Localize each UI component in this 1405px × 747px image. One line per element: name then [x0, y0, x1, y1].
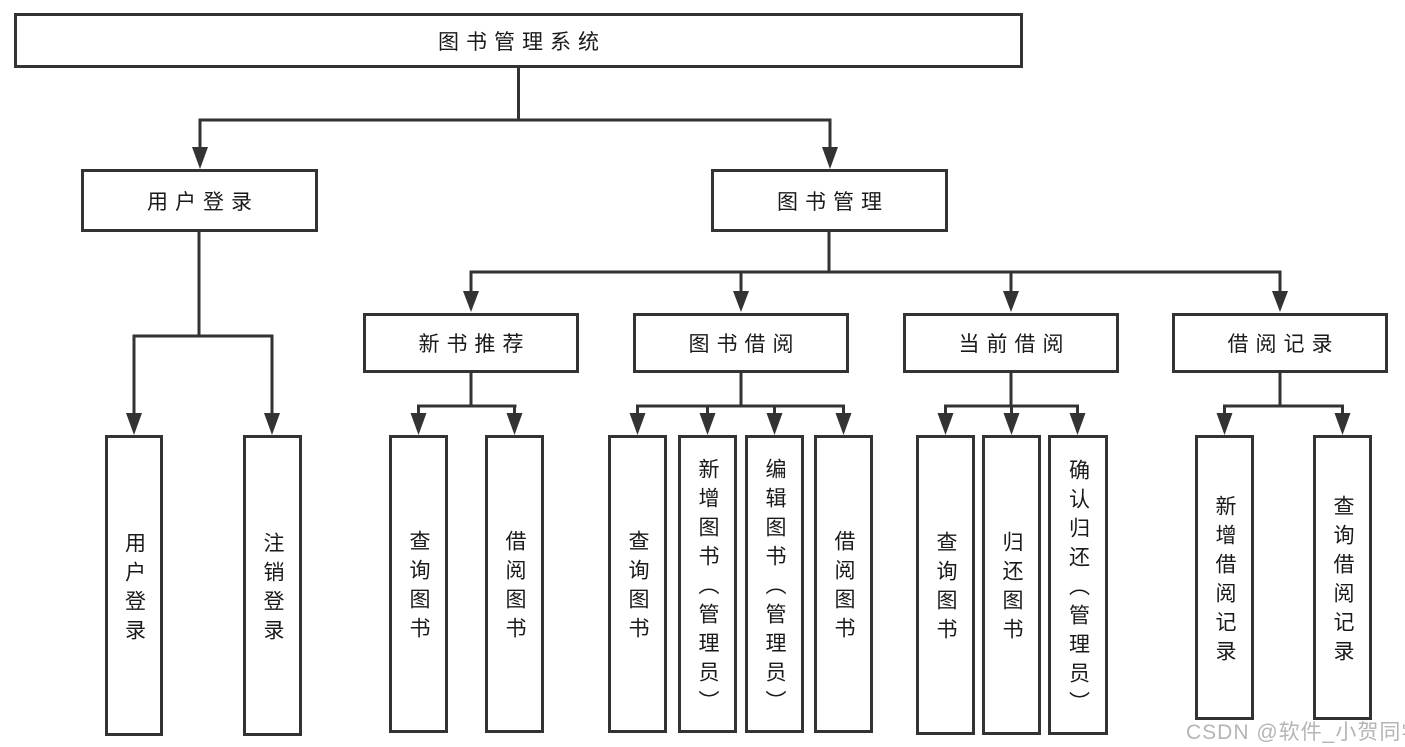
node-borrowing-records-label: 借阅记录: [1227, 333, 1340, 356]
node-current-borrowing-label: 当前借阅: [958, 333, 1071, 356]
node-book-management: 图书管理: [711, 169, 948, 232]
node-book-management-label: 图书管理: [777, 190, 889, 214]
leaf-query-books-borrow-label: 查询图书: [626, 530, 649, 646]
leaf-add-borrow-record: 新增借阅记录: [1195, 435, 1254, 720]
leaf-user-login: 用户登录: [105, 435, 163, 736]
leaf-query-books-borrow: 查询图书: [608, 435, 667, 733]
connector-book-management-children: [463, 232, 1288, 312]
leaf-logout-label: 注销登录: [261, 531, 284, 648]
node-current-borrowing: 当前借阅: [903, 313, 1119, 373]
leaf-edit-book-admin-label: 编辑图书（管理员）: [763, 457, 786, 719]
node-borrowing-records: 借阅记录: [1172, 313, 1388, 373]
leaf-query-books-current: 查询图书: [916, 435, 975, 735]
leaf-confirm-return-admin-label: 确认归还（管理员）: [1066, 458, 1090, 720]
connector-new-book-children: [410, 373, 523, 435]
leaf-query-books-newbook-label: 查询图书: [407, 530, 430, 646]
leaf-logout: 注销登录: [243, 435, 302, 736]
leaf-query-books-newbook: 查询图书: [389, 435, 448, 733]
leaf-user-login-label: 用户登录: [122, 531, 146, 648]
connector-book-borrowing-children: [629, 373, 852, 435]
leaf-query-borrow-record-label: 查询借阅记录: [1331, 494, 1354, 669]
node-new-book-recommend: 新书推荐: [363, 313, 579, 373]
leaf-query-borrow-record: 查询借阅记录: [1313, 435, 1372, 720]
leaf-return-books: 归还图书: [982, 435, 1041, 735]
root-node-label: 图书管理系统: [438, 30, 606, 54]
leaf-add-book-admin-label: 新增图书（管理员）: [696, 457, 719, 719]
leaf-edit-book-admin: 编辑图书（管理员）: [745, 435, 804, 733]
leaf-query-books-current-label: 查询图书: [934, 531, 957, 647]
connector-user-login-children: [126, 232, 280, 435]
connector-current-borrowing-children: [937, 373, 1086, 435]
node-book-borrowing: 图书借阅: [633, 313, 849, 373]
leaf-borrow-books-newbook: 借阅图书: [485, 435, 544, 733]
leaf-confirm-return-admin: 确认归还（管理员）: [1048, 435, 1108, 735]
csdn-watermark: CSDN @软件_小贺同学: [1186, 721, 1405, 744]
node-book-borrowing-label: 图书借阅: [688, 333, 801, 356]
node-new-book-recommend-label: 新书推荐: [418, 333, 531, 356]
connector-root-to-level2: [192, 68, 838, 169]
connector-borrowing-records-children: [1216, 373, 1351, 435]
leaf-borrow-books-newbook-label: 借阅图书: [503, 530, 526, 646]
node-user-login: 用户登录: [81, 169, 318, 232]
leaf-add-borrow-record-label: 新增借阅记录: [1213, 494, 1236, 669]
node-user-login-label: 用户登录: [147, 190, 259, 214]
root-node: 图书管理系统: [14, 13, 1023, 68]
leaf-return-books-label: 归还图书: [1000, 531, 1023, 647]
leaf-borrow-books-borrow-label: 借阅图书: [832, 530, 855, 646]
leaf-add-book-admin: 新增图书（管理员）: [678, 435, 737, 733]
leaf-borrow-books-borrow: 借阅图书: [814, 435, 873, 733]
